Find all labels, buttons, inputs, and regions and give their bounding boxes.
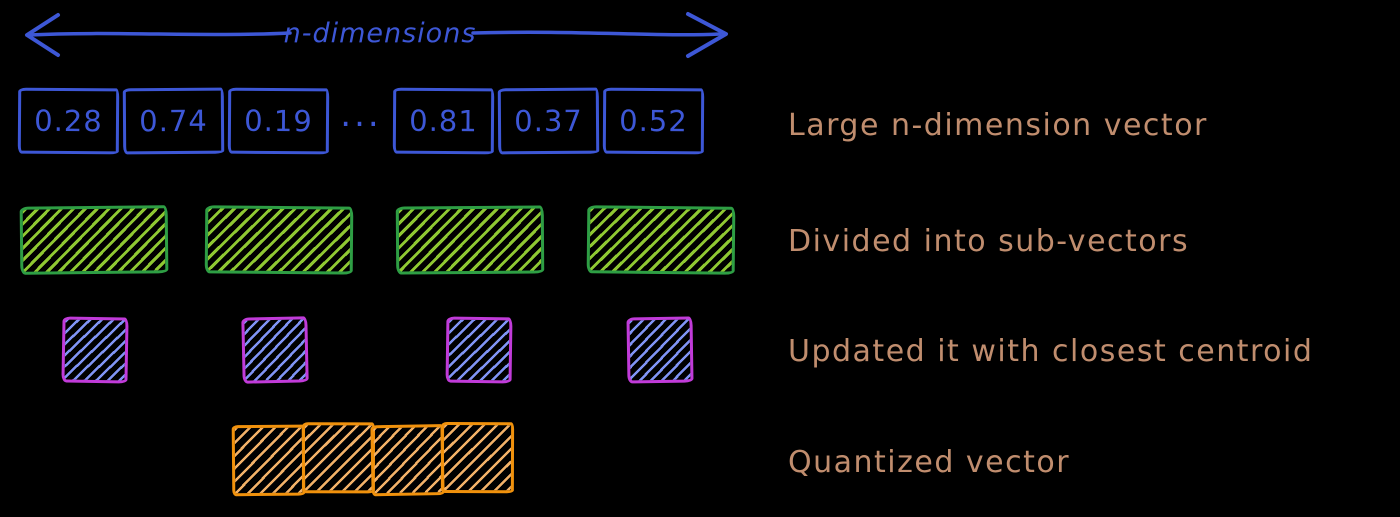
vector-cell: 0.81 [393, 88, 494, 155]
centroid-block [446, 317, 513, 384]
vector-cell: 0.37 [498, 88, 599, 155]
sub-vector-block [20, 205, 169, 275]
arrow-shaft-left [29, 33, 290, 35]
quantized-segment [440, 422, 513, 493]
caption-quantized-vector: Quantized vector [788, 445, 1070, 480]
vector-cell: 0.28 [18, 88, 119, 155]
quantized-segment [301, 422, 374, 493]
caption-sub-vectors: Divided into sub-vectors [788, 224, 1189, 259]
n-dimensions-arrow: n-dimensions [18, 8, 736, 64]
vector-row: 0.28 0.74 0.19 ... 0.81 0.37 0.52 [18, 88, 704, 154]
quantized-segment [370, 424, 444, 496]
centroid-block [626, 316, 693, 383]
sub-vector-block [587, 205, 736, 275]
centroid-block [241, 316, 308, 383]
centroid-block [61, 316, 128, 383]
vector-cell: 0.74 [123, 88, 224, 155]
vector-ellipsis: ... [333, 95, 389, 147]
caption-closest-centroid: Updated it with closest centroid [788, 334, 1313, 369]
arrow-shaft-right [473, 32, 720, 35]
sub-vector-row [0, 206, 760, 278]
vector-cell: 0.19 [228, 88, 329, 155]
quantized-segment [232, 425, 306, 497]
caption-large-vector: Large n-dimension vector [788, 108, 1208, 143]
vector-cell: 0.52 [603, 88, 704, 155]
sub-vector-block [205, 205, 354, 274]
centroid-row [0, 317, 760, 387]
arrow-label: n-dimensions [284, 18, 477, 49]
sub-vector-block [396, 205, 544, 274]
quantized-vector-row [232, 423, 514, 496]
